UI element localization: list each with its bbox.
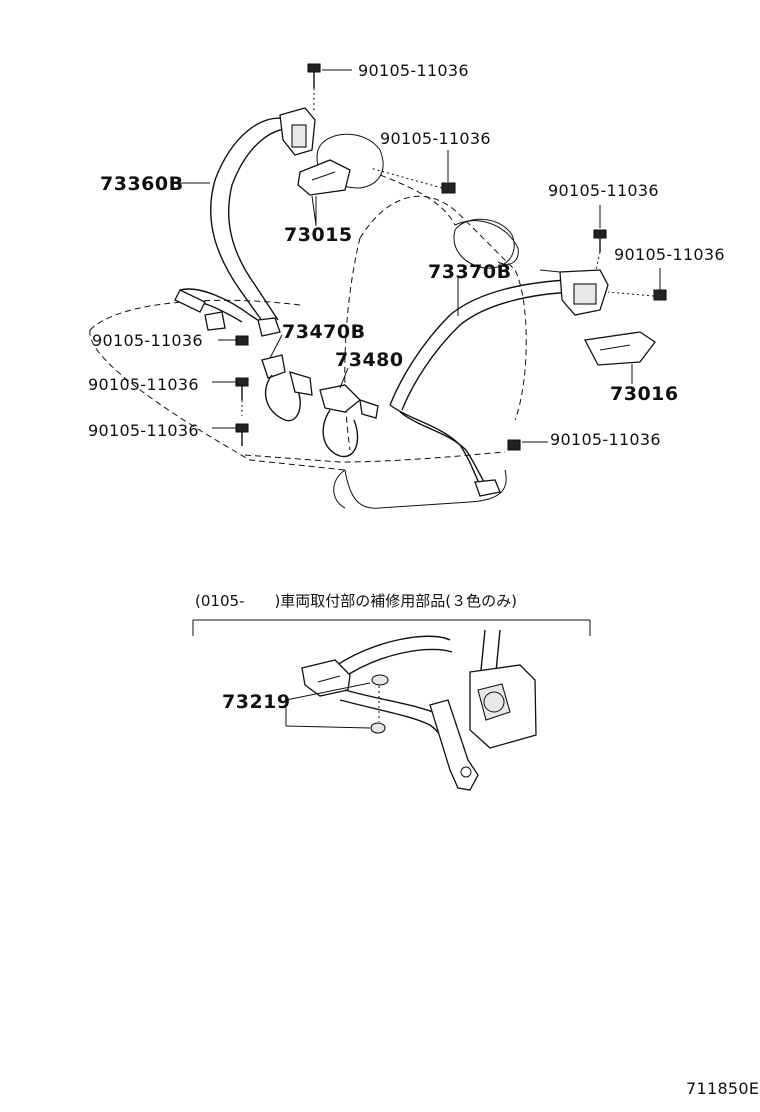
bolt-icon	[235, 335, 249, 346]
label-buckle-left: 73470B	[282, 321, 366, 343]
bolt-icon	[653, 289, 667, 301]
bolt-icon	[441, 182, 456, 194]
bolt-icon	[235, 423, 249, 446]
label-bolt-right-b: 90105-11036	[614, 245, 725, 264]
label-belt-right: 73370B	[428, 261, 512, 283]
bolt-icon	[235, 377, 249, 400]
figure-code: 711850E	[686, 1079, 759, 1098]
bolt-icon	[307, 63, 321, 88]
left-seat-belt-73360b	[174, 107, 316, 337]
right-bracket-73016	[584, 331, 656, 380]
inset-detail-drawing	[285, 629, 537, 791]
buckle-73480	[319, 384, 379, 458]
rear-seat-outline	[89, 133, 527, 509]
leader-lines	[180, 69, 661, 443]
label-bolt-top: 90105-11036	[358, 61, 469, 80]
buckle-73470b	[261, 354, 313, 422]
right-seat-belt-73370b	[389, 269, 609, 497]
label-bracket-center: 73015	[284, 224, 353, 246]
label-bolt-right-a: 90105-11036	[548, 181, 659, 200]
bolt-icon	[507, 439, 521, 451]
inset-caption: (0105- )車両取付部の補修用部品(３色のみ)	[195, 592, 517, 610]
label-bolt-left-a: 90105-11036	[92, 331, 203, 350]
label-repair-part: 73219	[222, 691, 291, 713]
label-buckle-center: 73480	[335, 349, 404, 371]
bolt-icon	[593, 229, 607, 252]
inset-bracket	[192, 619, 591, 636]
label-bolt-right-c: 90105-11036	[550, 430, 661, 449]
label-bolt-left-c: 90105-11036	[88, 421, 199, 440]
label-belt-left: 73360B	[100, 173, 184, 195]
center-bracket-73015	[297, 159, 351, 226]
label-bracket-right: 73016	[610, 383, 679, 405]
label-bolt-left-b: 90105-11036	[88, 375, 199, 394]
label-bolt-center: 90105-11036	[380, 129, 491, 148]
